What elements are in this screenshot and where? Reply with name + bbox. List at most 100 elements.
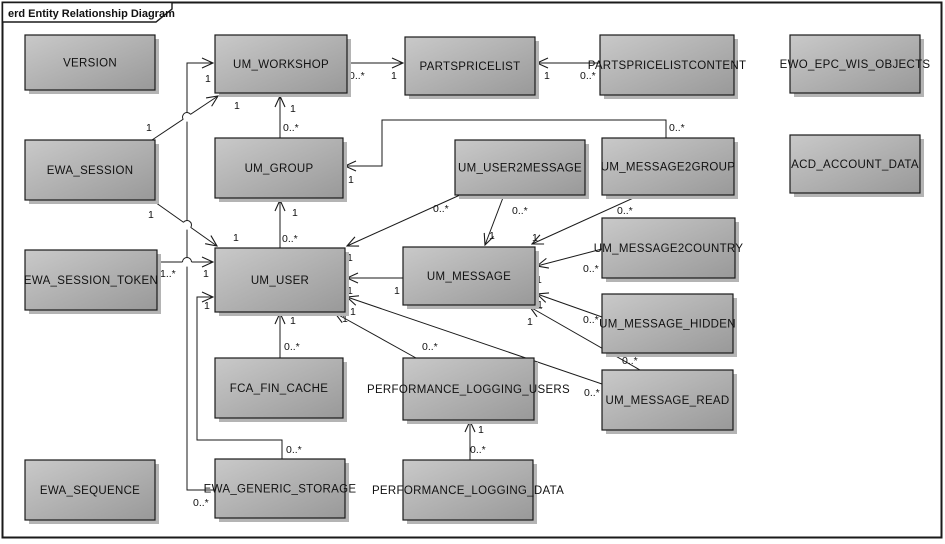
entity-box[interactable]: [24, 34, 156, 91]
entity-box[interactable]: [454, 139, 586, 196]
entity-ewa-sequence[interactable]: EWA_SEQUENCE: [24, 459, 159, 524]
entity-ewa-session-token[interactable]: EWA_SESSION_TOKEN: [24, 249, 161, 314]
entity-ewa-session[interactable]: EWA_SESSION: [24, 139, 159, 204]
entity-performance-logging-data[interactable]: PERFORMANCE_LOGGING_DATA: [372, 459, 564, 524]
multiplicity-label: 0..*: [583, 314, 599, 326]
connector-ewa-session-um-workshop: 11: [146, 96, 240, 141]
connector-line: [530, 307, 641, 371]
entity-box[interactable]: [601, 369, 734, 431]
entity-box[interactable]: [402, 357, 535, 421]
line-hop-arc: [182, 220, 192, 228]
entity-label: EWA_SEQUENCE: [40, 485, 140, 497]
connector-ewa-generic-storage-um-user: 0..* 1: [196, 297, 302, 459]
connector-line: [485, 194, 505, 245]
connector-um-user-um-group: 0..*1: [280, 200, 298, 248]
multiplicity-label: 1: [394, 285, 400, 297]
entity-label: UM_MESSAGE: [427, 271, 511, 283]
multiplicity-label: 1: [205, 73, 211, 85]
multiplicity-label: 1: [290, 315, 296, 327]
entity-um-group[interactable]: UM_GROUP: [214, 137, 347, 202]
multiplicity-label: 0..*: [470, 444, 486, 456]
entity-box[interactable]: [24, 459, 156, 521]
connector-line: [537, 294, 603, 318]
multiplicity-label: 1: [233, 232, 239, 244]
entity-um-message2group[interactable]: UM_MESSAGE2GROUP: [601, 137, 738, 199]
connector-line: [347, 194, 461, 246]
connector-performance-logging-users-um-user: 0..*1: [335, 313, 438, 359]
multiplicity-label: 1: [347, 285, 353, 297]
multiplicity-label: 1: [537, 299, 543, 311]
line-hop-arc: [182, 112, 192, 120]
multiplicity-label: 0..*: [617, 205, 633, 217]
entity-label: EWA_GENERIC_STORAGE: [204, 484, 357, 496]
entity-box[interactable]: [214, 34, 348, 94]
entity-box[interactable]: [214, 137, 344, 199]
entity-label: EWA_SESSION_TOKEN: [24, 275, 158, 287]
entity-box[interactable]: [214, 357, 344, 419]
entity-um-user[interactable]: UM_USER: [214, 247, 349, 316]
entity-label: PERFORMANCE_LOGGING_USERS: [367, 384, 570, 396]
entity-ewa-generic-storage[interactable]: EWA_GENERIC_STORAGE: [204, 458, 357, 522]
entity-acd-account-data[interactable]: ACD_ACCOUNT_DATA: [789, 134, 924, 197]
entity-box[interactable]: [789, 134, 921, 194]
connector-line: [532, 194, 641, 244]
line-hop-gap: [182, 112, 192, 122]
multiplicity-label: 0..*: [583, 263, 599, 275]
multiplicity-label: 1: [532, 232, 538, 244]
connector-performance-logging-data-performance-logging-users: 0..*1: [470, 421, 486, 460]
entity-box[interactable]: [601, 137, 735, 196]
multiplicity-label: 1: [527, 316, 533, 328]
multiplicity-label: 1: [342, 313, 348, 325]
multiplicity-label: 1: [292, 207, 298, 219]
entity-label: UM_MESSAGE2GROUP: [601, 162, 736, 174]
multiplicity-label: 1: [348, 174, 354, 186]
entity-ewo-epc-wis-objects[interactable]: EWO_EPC_WIS_OBJECTS: [780, 34, 931, 97]
entity-label: ACD_ACCOUNT_DATA: [791, 159, 919, 171]
entity-label: UM_MESSAGE_READ: [605, 395, 729, 407]
multiplicity-label: 0..*: [284, 341, 300, 353]
connector-um-message-hidden-um-message: 0..* 1: [537, 294, 603, 326]
multiplicity-label: 1: [234, 100, 240, 112]
connector-line: [345, 119, 667, 166]
entity-um-message2country[interactable]: UM_MESSAGE2COUNTRY: [594, 217, 744, 282]
entity-label: UM_WORKSHOP: [233, 59, 329, 71]
multiplicity-label: 1: [544, 70, 550, 82]
entity-box[interactable]: [789, 34, 921, 94]
connector-fca-fin-cache-um-user: 0..* 1: [280, 313, 300, 358]
entity-box[interactable]: [214, 458, 346, 519]
multiplicity-label: 0..*: [283, 122, 299, 134]
entity-box[interactable]: [24, 249, 158, 311]
entity-box[interactable]: [599, 34, 735, 96]
entity-box[interactable]: [402, 246, 536, 306]
entity-box[interactable]: [402, 459, 534, 521]
entity-box[interactable]: [601, 217, 736, 279]
entity-partspricelist[interactable]: PARTSPRICELIST: [404, 36, 539, 99]
multiplicity-label: 0..*: [580, 70, 596, 82]
connector-um-message2group-um-message: 0..* 1: [532, 194, 641, 244]
entity-label: UM_MESSAGE2COUNTRY: [594, 243, 744, 255]
entity-um-workshop[interactable]: UM_WORKSHOP: [214, 34, 351, 97]
entity-um-message[interactable]: UM_MESSAGE: [402, 246, 539, 309]
entity-box[interactable]: [24, 139, 156, 201]
entity-box[interactable]: [601, 293, 734, 354]
entity-um-message-read[interactable]: UM_MESSAGE_READ: [601, 369, 737, 434]
multiplicity-label: 0..*: [433, 203, 449, 215]
entity-performance-logging-users[interactable]: PERFORMANCE_LOGGING_USERS: [367, 357, 570, 424]
entity-fca-fin-cache[interactable]: FCA_FIN_CACHE: [214, 357, 347, 422]
connector-um-message-read-um-message: 0..* 1: [527, 307, 641, 371]
entity-partspricelistcontent[interactable]: PARTSPRICELISTCONTENT: [588, 34, 747, 99]
multiplicity-label: 1: [203, 268, 209, 280]
entity-version[interactable]: VERSION: [24, 34, 159, 94]
connector-um-message-read-um-user: 0..* 1: [347, 297, 603, 399]
entity-box[interactable]: [404, 36, 536, 96]
multiplicity-label: 1: [347, 252, 353, 264]
entity-um-user2message[interactable]: UM_USER2MESSAGE: [454, 139, 589, 199]
connector-line: [335, 313, 417, 359]
entity-um-message-hidden[interactable]: UM_MESSAGE_HIDDEN: [599, 293, 737, 357]
entity-box[interactable]: [214, 247, 346, 313]
connector-line: [347, 297, 603, 385]
multiplicity-label: 0..*: [286, 444, 302, 456]
entity-label: UM_USER2MESSAGE: [458, 163, 582, 175]
frame-title-tab: [1, 1, 173, 23]
